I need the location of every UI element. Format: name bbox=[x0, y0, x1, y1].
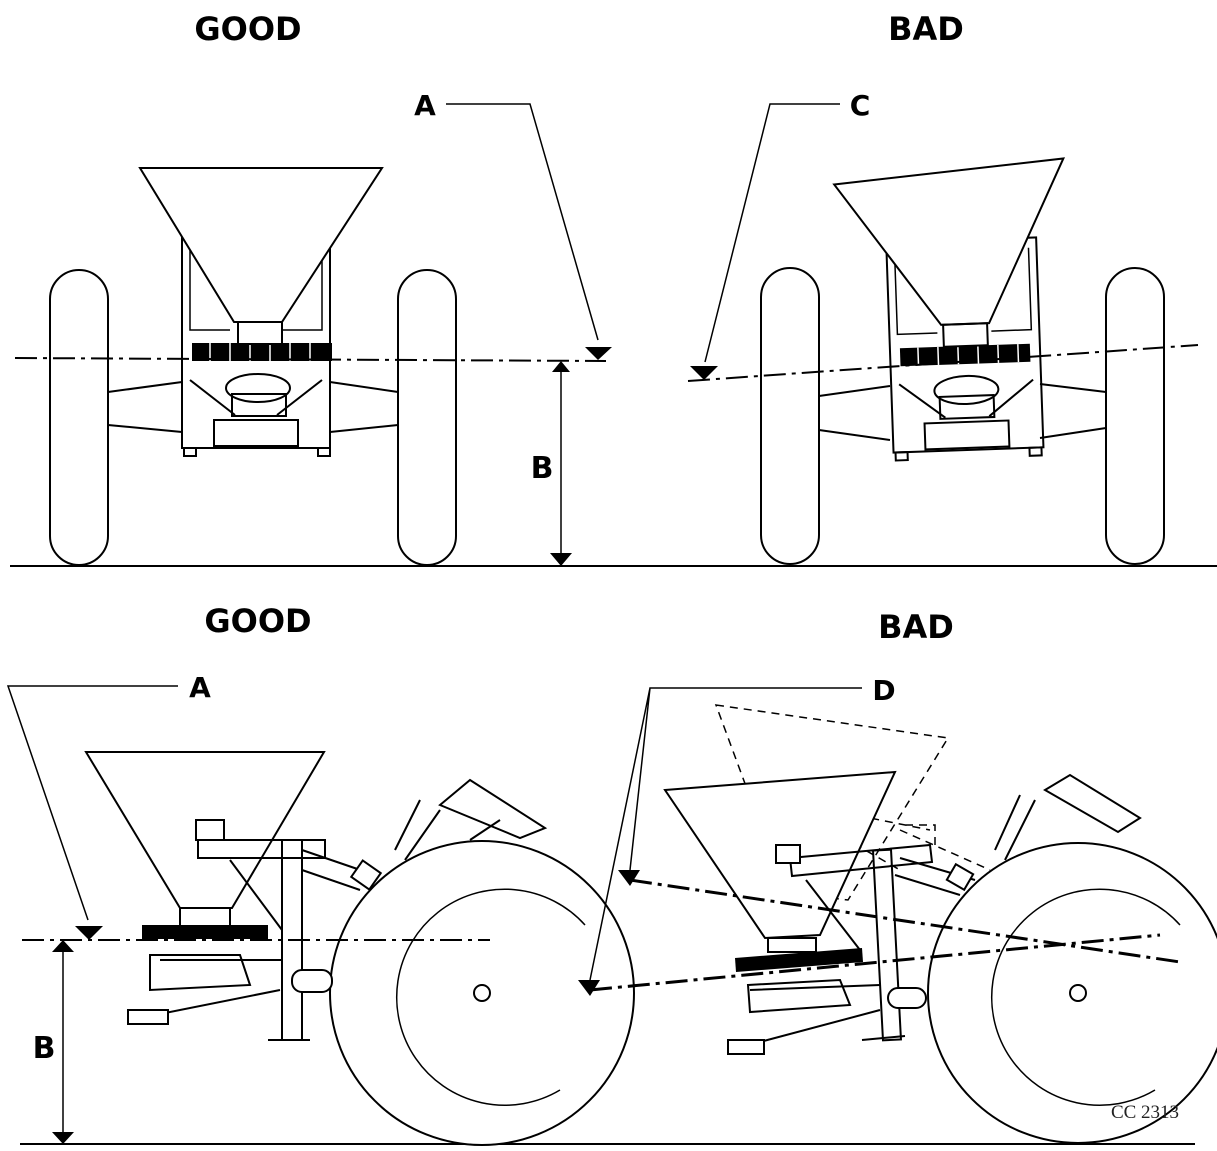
hopper-bad bbox=[832, 157, 1066, 326]
heading-top-right: BAD bbox=[888, 10, 964, 48]
left-tyre bbox=[49, 269, 109, 566]
callout-a-bottom: A bbox=[6, 671, 211, 940]
hopper bbox=[138, 167, 384, 323]
svg-text:A: A bbox=[189, 671, 211, 704]
left-tyre-bad bbox=[760, 267, 820, 565]
tilt-line-upper bbox=[629, 878, 1181, 964]
callout-d: D bbox=[578, 674, 896, 996]
linkage-frame-bad bbox=[729, 843, 976, 1051]
spinner-disc bbox=[192, 343, 332, 361]
level-line-top-left bbox=[14, 357, 607, 362]
linkage-frame bbox=[129, 819, 383, 1041]
gearbox-bad bbox=[933, 322, 1000, 420]
tilt-line-lower bbox=[589, 933, 1161, 992]
figure-code: CC 2313 bbox=[1111, 1102, 1179, 1123]
axle bbox=[107, 381, 399, 433]
panel-top-left-good: GOOD bbox=[10, 10, 1217, 567]
svg-text:B: B bbox=[531, 451, 554, 486]
callout-a-top: A bbox=[414, 89, 612, 360]
panel-bottom-left-good: GOOD bbox=[6, 602, 1195, 1146]
tractor-wheel bbox=[329, 840, 635, 1146]
svg-text:B: B bbox=[33, 1031, 56, 1066]
callout-c: C bbox=[690, 89, 870, 380]
spinner-disc-side bbox=[127, 907, 268, 1025]
svg-text:C: C bbox=[850, 89, 871, 122]
dimension-b-top: B bbox=[531, 361, 572, 566]
tractor-seat-bad bbox=[994, 773, 1142, 861]
heading-top-left: GOOD bbox=[194, 10, 301, 48]
tilt-line-top-right bbox=[687, 344, 1199, 382]
right-tyre bbox=[397, 269, 457, 566]
right-tyre-bad bbox=[1105, 267, 1165, 565]
spinner-disc-side-bad bbox=[727, 937, 863, 1055]
spreader-frame-bad bbox=[832, 157, 1066, 462]
spinner-disc-bad bbox=[899, 343, 1031, 367]
heading-bottom-right: BAD bbox=[878, 608, 954, 646]
panel-top-right-bad: BAD bbox=[687, 10, 1199, 565]
svg-text:D: D bbox=[872, 674, 895, 707]
svg-text:A: A bbox=[414, 89, 436, 122]
tractor-seat bbox=[394, 778, 548, 861]
axle-bad bbox=[818, 383, 1107, 441]
panel-bottom-right-bad: BAD bbox=[578, 608, 1217, 1144]
dimension-b-bottom: B bbox=[33, 940, 74, 1144]
tractor-wheel-bad bbox=[927, 842, 1217, 1144]
heading-bottom-left: GOOD bbox=[204, 602, 311, 640]
gearbox bbox=[225, 321, 291, 417]
